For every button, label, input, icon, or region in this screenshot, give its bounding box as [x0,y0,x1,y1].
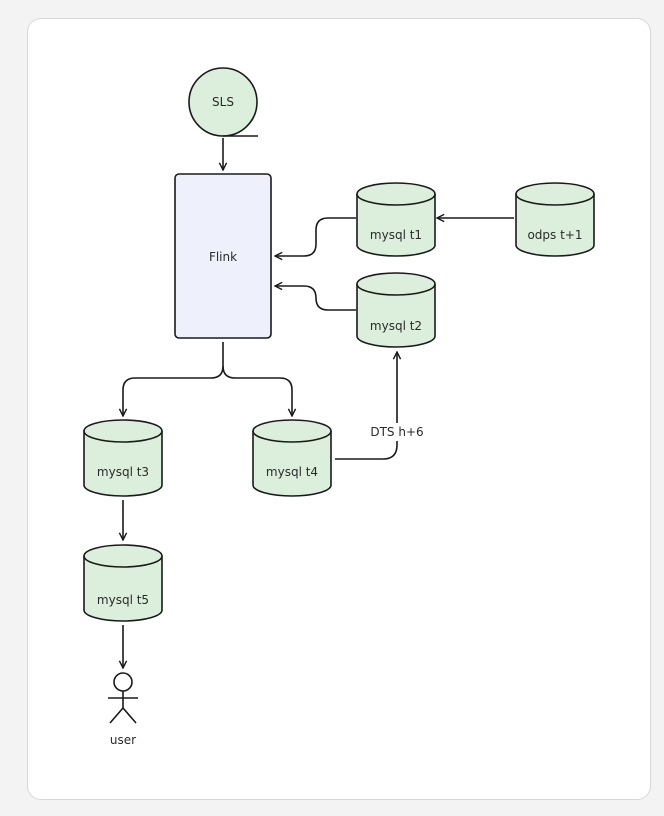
sls-label: SLS [212,95,234,109]
sls-node: SLS [188,67,258,137]
database-icon [83,419,163,497]
mysql-t4-label: mysql t4 [266,465,318,479]
dts-label-background [364,423,430,441]
diagram-card [27,18,651,800]
mysql-t1-label: mysql t1 [370,228,422,242]
database-icon [356,182,436,257]
flink-label: Flink [209,250,237,264]
mysql-t1-node: mysql t1 [356,182,436,257]
flink-node: Flink [174,173,272,339]
edge-mysql-t1-flink [275,217,356,256]
edge-flink-mysql-t3 [123,342,224,416]
mysql-t2-node: mysql t2 [356,272,436,348]
database-icon [356,272,436,348]
database-icon [252,419,332,497]
edge-mysql-t4-mysql-t2 [335,352,397,460]
edge-flink-mysql-t4 [222,365,292,416]
mysql-t5-node: mysql t5 [83,544,163,622]
mysql-t3-label: mysql t3 [97,465,149,479]
odps-label: odps t+1 [527,228,582,242]
database-icon [515,182,595,257]
mysql-t5-label: mysql t5 [97,593,149,607]
edge-mysql-t2-flink [275,286,356,311]
user-node: user [108,672,138,747]
user-actor-icon [108,672,138,724]
flink-box [174,173,272,339]
mysql-t4-node: mysql t4 [252,419,332,497]
database-icon [83,544,163,622]
odps-node: odps t+1 [515,182,595,257]
dts-label: DTS h+6 [370,425,423,439]
mysql-t2-label: mysql t2 [370,319,422,333]
mysql-t3-node: mysql t3 [83,419,163,497]
user-label: user [110,733,136,747]
